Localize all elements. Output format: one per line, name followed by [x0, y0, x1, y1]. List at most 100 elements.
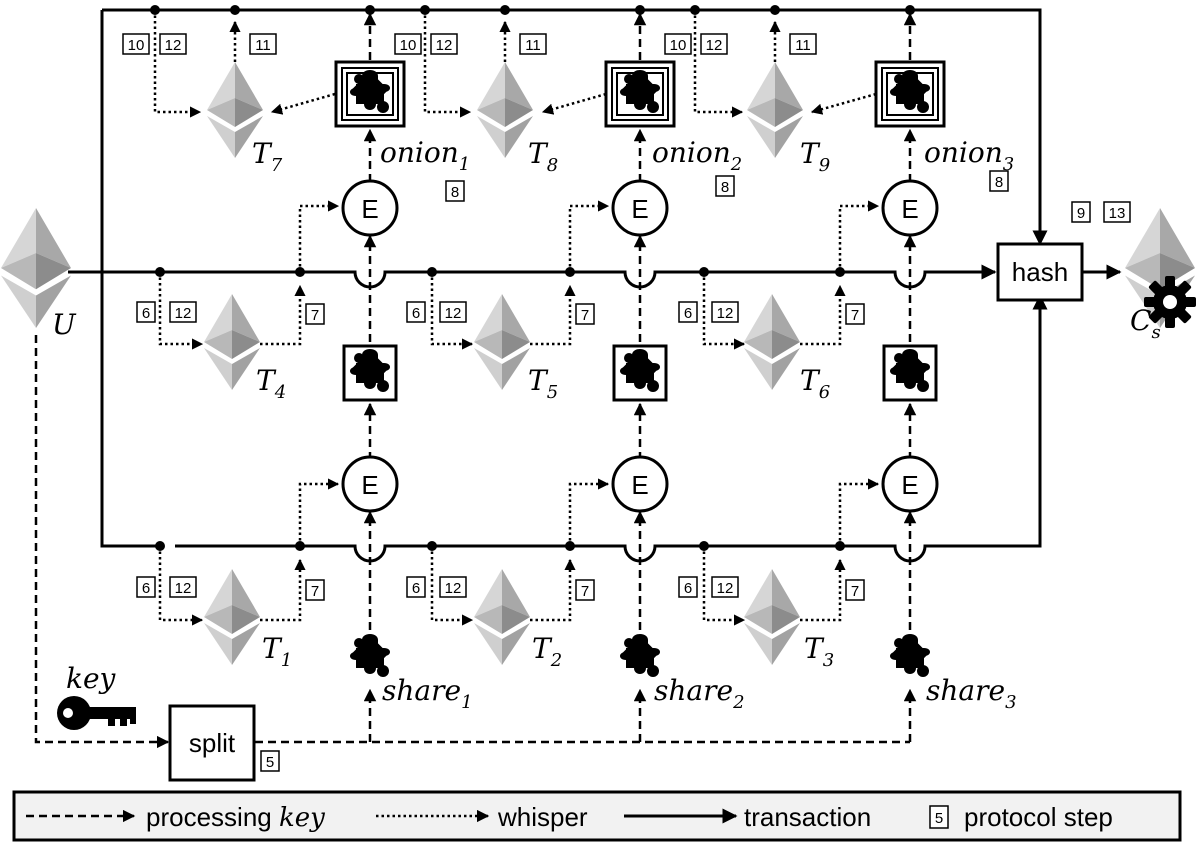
share-label-sub: 1: [461, 692, 472, 713]
step-badge: 7: [575, 579, 595, 601]
ethereum-icon: [477, 62, 533, 158]
share-label-sub: 3: [1005, 692, 1016, 713]
hash-box: hash: [996, 242, 1084, 302]
split-box: split: [168, 704, 256, 782]
ethereum-icon: [474, 294, 530, 390]
processing-key-lines: [34, 12, 917, 749]
svg-text:12: 12: [175, 305, 192, 322]
trustee-label-sub: 3: [823, 650, 834, 671]
svg-text:12: 12: [445, 580, 462, 597]
encrypt-label: E: [901, 470, 918, 500]
step-badge: 11: [249, 33, 277, 55]
step-badge: 10: [394, 33, 422, 55]
onion-label-sub: 2: [730, 154, 742, 175]
svg-text:T4: T4: [256, 364, 286, 403]
encrypt-node: E: [611, 455, 669, 513]
svg-text:share1: share1: [382, 674, 473, 713]
svg-text:12: 12: [706, 37, 723, 54]
svg-text:T3: T3: [804, 632, 834, 671]
svg-text:7: 7: [581, 583, 589, 600]
step-badge: 12: [439, 576, 467, 598]
share-labels: share1 share2 share3: [382, 674, 1017, 713]
svg-text:7: 7: [581, 307, 589, 324]
svg-text:7: 7: [311, 307, 319, 324]
svg-text:11: 11: [795, 37, 811, 54]
puzzle-piece-icon: [620, 634, 660, 677]
trustee-label: T: [528, 364, 549, 397]
svg-text:6: 6: [684, 305, 692, 322]
step-badge: 6: [406, 301, 426, 323]
onion-label: onion: [380, 136, 459, 169]
svg-text:share3: share3: [926, 674, 1017, 713]
step-badge: 11: [789, 33, 817, 55]
svg-text:6: 6: [142, 580, 150, 597]
encrypt-node: E: [881, 455, 939, 513]
onion-label: onion: [652, 136, 731, 169]
step-badge: 12: [159, 33, 187, 55]
step-badges: 5 6 12 7 6 12 7 6 12 7 6 12 7 6 12 7 6 1…: [122, 33, 1131, 772]
trustee-label: T: [804, 632, 825, 665]
svg-text:T7: T7: [252, 137, 283, 176]
step-badge: 12: [430, 33, 458, 55]
trustee-label-sub: 8: [547, 155, 558, 176]
svg-text:9: 9: [1077, 205, 1085, 222]
step-badge: 12: [439, 301, 467, 323]
user-node: U: [1, 208, 77, 341]
step-badge: 7: [305, 579, 325, 601]
svg-text:10: 10: [670, 37, 687, 54]
svg-text:10: 10: [128, 37, 145, 54]
key-icon: [57, 696, 136, 730]
share-label-sub: 2: [732, 692, 744, 713]
trustee-label: T: [532, 632, 553, 665]
onion-boxes: [334, 60, 946, 128]
ethereum-icon: [747, 62, 803, 158]
step-badge: 6: [678, 576, 698, 598]
step-badge: 12: [169, 576, 197, 598]
svg-text:onion1: onion1: [380, 136, 470, 175]
legend-protocol-step: protocol step: [964, 802, 1113, 832]
legend-processing: processing key: [146, 802, 325, 833]
onion-label-sub: 1: [459, 154, 470, 175]
junction-dots: [150, 5, 915, 551]
step-badge: 8: [989, 170, 1009, 192]
share-label: share: [926, 674, 1005, 707]
svg-text:7: 7: [851, 307, 859, 324]
svg-text:onion2: onion2: [652, 136, 742, 175]
svg-text:12: 12: [445, 305, 462, 322]
trustee-label-sub: 9: [819, 155, 830, 176]
encrypt-label: E: [901, 194, 918, 224]
step-badge: 12: [711, 301, 739, 323]
svg-text:12: 12: [717, 580, 734, 597]
trustee-label-sub: 2: [550, 650, 562, 671]
svg-text:8: 8: [451, 184, 459, 201]
step-badge: 12: [700, 33, 728, 55]
step-badge: 12: [169, 301, 197, 323]
trustee-label: T: [800, 137, 821, 170]
encrypt-label: E: [361, 470, 378, 500]
share-label: share: [654, 674, 733, 707]
contract-label: C: [1130, 304, 1151, 337]
svg-text:6: 6: [684, 580, 692, 597]
legend: processing key whisper transaction 5 pro…: [12, 790, 1182, 842]
encrypt-node: E: [881, 179, 939, 237]
svg-text:12: 12: [165, 37, 182, 54]
step-badge: 8: [445, 180, 465, 202]
hash-label: hash: [1012, 257, 1068, 287]
encrypt-node: E: [341, 455, 399, 513]
share-icons: [350, 634, 930, 677]
trustee-label-sub: 7: [271, 155, 283, 176]
step-badge: 10: [122, 33, 150, 55]
gear-icon: [1144, 276, 1196, 328]
svg-text:T2: T2: [532, 632, 562, 671]
puzzle-piece-icon: [350, 634, 390, 677]
encrypt-label: E: [361, 194, 378, 224]
trustee-label: T: [800, 364, 821, 397]
ethereum-icon: [204, 569, 260, 665]
svg-text:Cs: Cs: [1130, 304, 1161, 343]
encrypt-label: E: [631, 470, 648, 500]
svg-text:8: 8: [721, 179, 729, 196]
share-label: share: [382, 674, 461, 707]
svg-text:13: 13: [1109, 205, 1126, 222]
svg-text:onion3: onion3: [924, 136, 1014, 175]
